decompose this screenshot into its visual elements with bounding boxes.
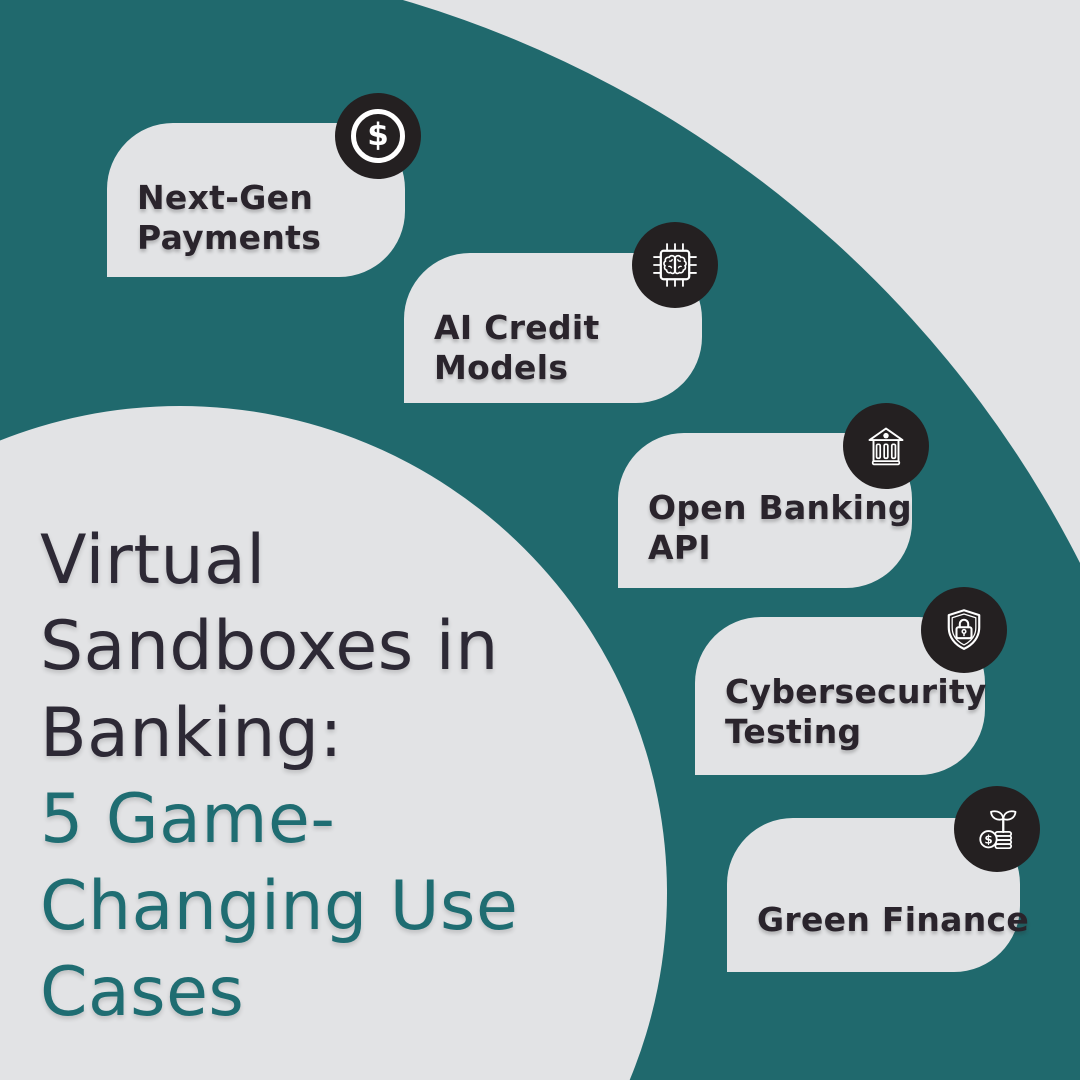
title-subtitle-line: Changing Use	[40, 866, 519, 946]
title-line: Banking:	[40, 693, 343, 773]
card-label-line: Next-Gen	[137, 178, 314, 217]
title-line: Virtual	[40, 521, 266, 600]
coin-ring: $	[351, 109, 405, 163]
shield-lock-icon	[921, 587, 1007, 673]
card-label: Next-Gen Payments	[137, 178, 321, 258]
card-label-line: API	[648, 528, 711, 567]
card-label: AI Credit Models	[434, 308, 600, 388]
dollar-glyph: $	[367, 116, 389, 153]
ai-chip-brain-icon	[632, 222, 718, 308]
page-title: Virtual Sandboxes in Banking: 5 Game- Ch…	[40, 518, 518, 1036]
title-subtitle-line: Cases	[40, 953, 245, 1033]
card-label-line: AI Credit	[434, 308, 600, 347]
card-label-line: Green Finance	[757, 900, 1030, 939]
card-label: Open Banking API	[648, 488, 912, 568]
card-ai-credit-models: AI Credit Models	[404, 253, 702, 403]
dollar-coin-icon: $	[335, 93, 421, 179]
card-label-line: Testing	[725, 712, 862, 751]
card-label: Green Finance	[757, 900, 1029, 940]
plant-coins-icon: $	[954, 786, 1040, 872]
title-subtitle-line: 5 Game-	[40, 780, 336, 860]
card-label-line: Models	[434, 348, 569, 387]
title-line: Sandboxes in	[40, 607, 499, 687]
card-next-gen-payments: Next-Gen Payments	[107, 123, 405, 277]
card-label-line: Open Banking	[648, 488, 912, 527]
card-label: Cybersecurity Testing	[725, 672, 987, 752]
bank-building-icon	[843, 403, 929, 489]
coin-dollar-glyph: $	[984, 833, 992, 847]
card-label-line: Cybersecurity	[725, 672, 987, 711]
card-label-line: Payments	[137, 218, 322, 257]
